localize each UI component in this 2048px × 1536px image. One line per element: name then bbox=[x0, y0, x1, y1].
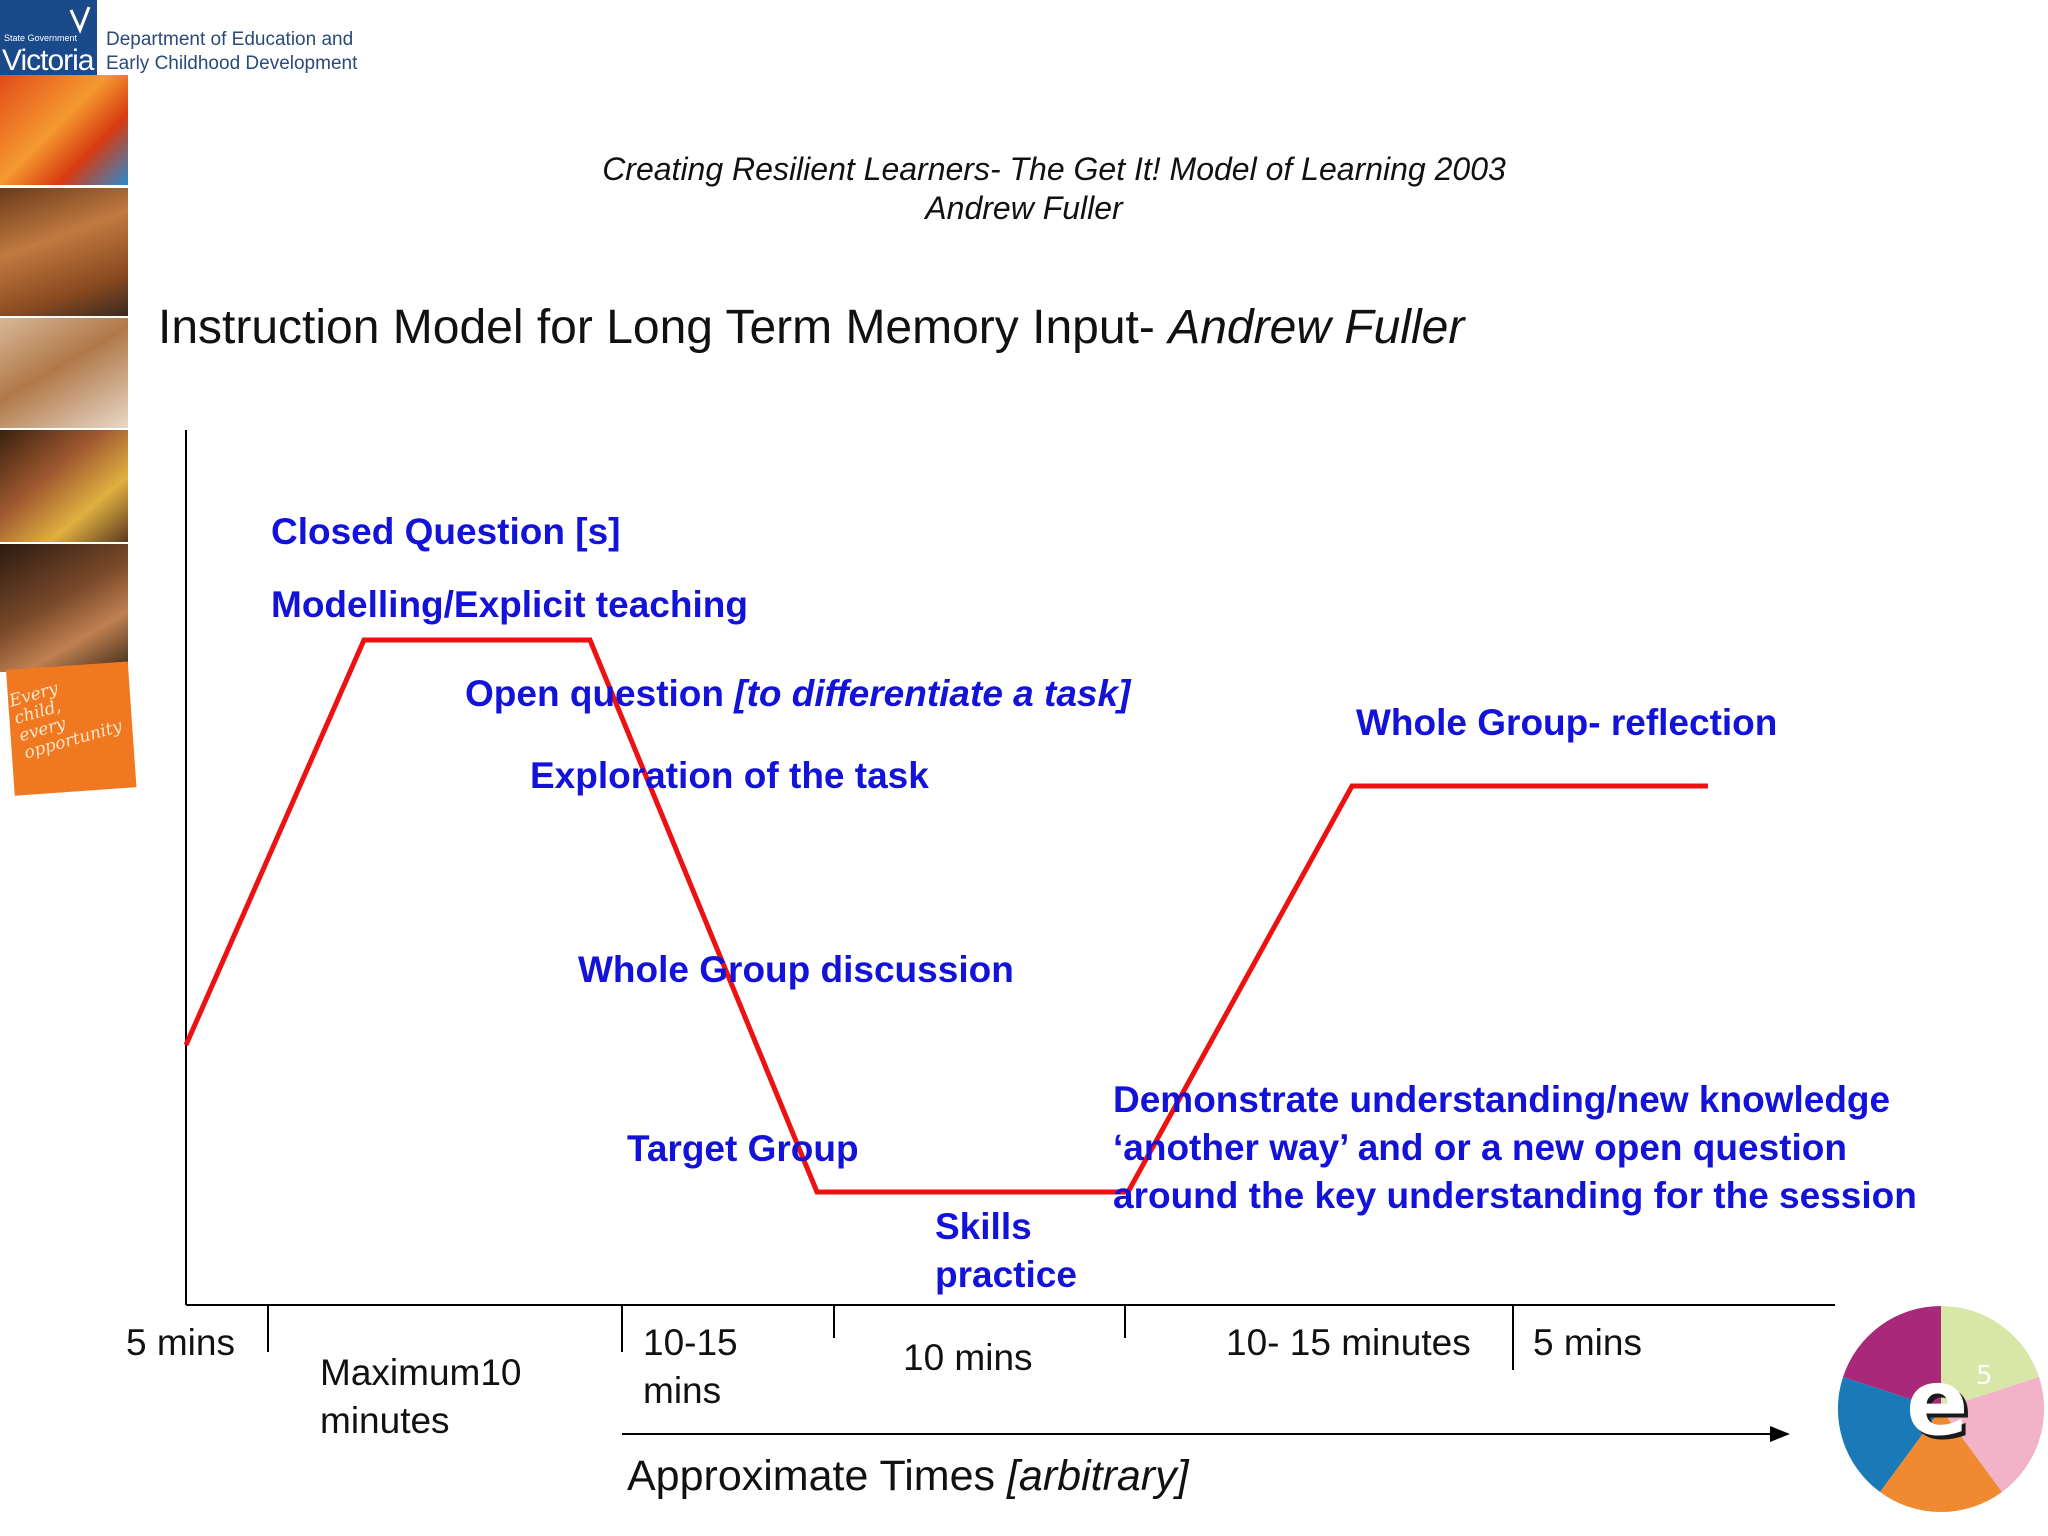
label-open-question: Open question [to differentiate a task] bbox=[465, 670, 1130, 718]
time-label-1: 5 mins bbox=[126, 1322, 235, 1363]
source-line-1: Creating Resilient Learners- The Get It!… bbox=[602, 151, 1506, 187]
label-demonstrate: Demonstrate understanding/new knowledge … bbox=[1113, 1076, 1917, 1220]
demonstrate-line-2: ‘another way’ and or a new open question bbox=[1113, 1127, 1847, 1168]
label-skills-practice: Skills practice bbox=[935, 1203, 1077, 1299]
time-label-3: 10-15 mins bbox=[643, 1319, 738, 1415]
source-line-2: Andrew Fuller bbox=[925, 190, 1123, 226]
demonstrate-line-3: around the key understanding for the ses… bbox=[1113, 1175, 1917, 1216]
photo-child-3 bbox=[0, 318, 128, 428]
department-line-2: Early Childhood Development bbox=[106, 53, 358, 74]
time-label-6: 5 mins bbox=[1533, 1322, 1642, 1363]
department-name: Department of Education and Early Childh… bbox=[106, 28, 357, 76]
e5-logo-letter: e bbox=[1910, 1353, 1972, 1460]
memory-input-line bbox=[183, 637, 1708, 1195]
label-whole-group-discussion: Whole Group discussion bbox=[578, 949, 1014, 990]
time-label-2-line-1: Maximum10 bbox=[320, 1352, 522, 1393]
open-question-main: Open question bbox=[465, 673, 735, 714]
skills-line-2: practice bbox=[935, 1254, 1077, 1295]
photo-child-2 bbox=[0, 188, 128, 316]
photo-child-5 bbox=[0, 544, 128, 672]
axis-title-italic: [arbitrary] bbox=[1006, 1452, 1189, 1500]
label-closed-question: Closed Question [s] bbox=[271, 511, 621, 552]
time-label-4: 10 mins bbox=[903, 1337, 1033, 1378]
e5-logo: e e 5 bbox=[1837, 1306, 2045, 1513]
time-label-5: 10- 15 minutes bbox=[1226, 1322, 1471, 1363]
open-question-italic: [to differentiate a task] bbox=[734, 673, 1131, 714]
e5-logo-letter-highlight: e bbox=[1906, 1349, 1968, 1456]
title-author: Andrew Fuller bbox=[1168, 301, 1465, 354]
logo-big-text: Victoria bbox=[2, 44, 94, 77]
photo-child-4 bbox=[0, 430, 128, 542]
victoria-logo: State Government Victoria bbox=[0, 0, 97, 77]
demonstrate-line-1: Demonstrate understanding/new knowledge bbox=[1113, 1079, 1891, 1120]
e5-logo-superscript: 5 bbox=[1976, 1361, 1993, 1391]
label-exploration: Exploration of the task bbox=[530, 755, 929, 796]
label-target-group: Target Group bbox=[627, 1128, 859, 1169]
axis-title-main: Approximate Times bbox=[627, 1452, 1007, 1500]
time-label-2-line-2: minutes bbox=[320, 1400, 450, 1441]
page-title: Instruction Model for Long Term Memory I… bbox=[158, 300, 1464, 355]
photo-child-1 bbox=[0, 75, 128, 185]
skills-line-1: Skills bbox=[935, 1206, 1032, 1247]
time-arrow-head bbox=[1770, 1426, 1790, 1442]
time-label-3-line-2: mins bbox=[643, 1370, 722, 1411]
axis-title: Approximate Times [arbitrary] bbox=[627, 1452, 1189, 1501]
time-label-3-line-1: 10-15 bbox=[643, 1322, 738, 1363]
label-modelling: Modelling/Explicit teaching bbox=[271, 584, 748, 625]
title-main: Instruction Model for Long Term Memory I… bbox=[158, 301, 1169, 354]
logo-small-text: State Government bbox=[4, 33, 78, 43]
department-line-1: Department of Education and bbox=[106, 29, 354, 50]
time-label-2: Maximum10 minutes bbox=[320, 1349, 522, 1445]
label-whole-group-reflection: Whole Group- reflection bbox=[1356, 702, 1778, 743]
victoria-tick-icon bbox=[69, 6, 91, 34]
